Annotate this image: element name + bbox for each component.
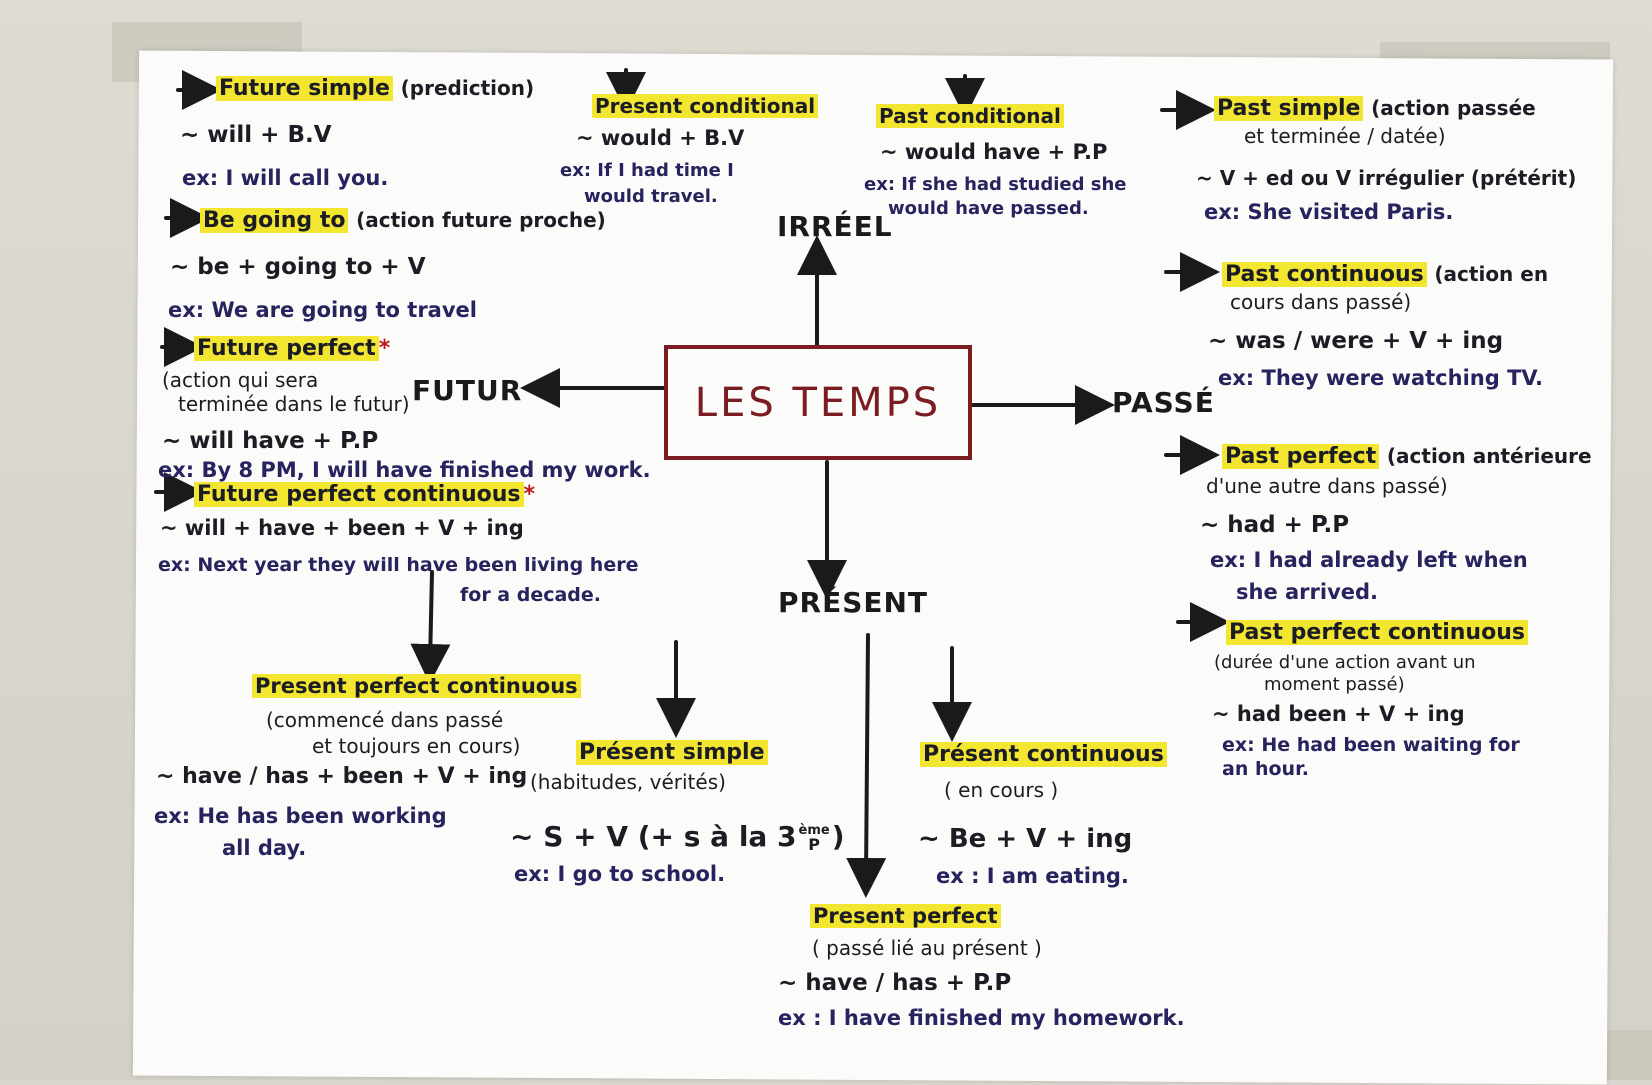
- arrow-present-perfect-continuous: [410, 570, 451, 684]
- future-simple-example: ex: I will call you.: [182, 166, 389, 190]
- present-conditional-example-2: would travel.: [584, 186, 718, 207]
- past-conditional-title: Past conditional: [876, 104, 1064, 128]
- future-perfect-continuous-example-2: for a decade.: [460, 584, 602, 606]
- past-conditional-formula: ~ would have + P.P: [880, 140, 1108, 164]
- future-simple-formula: ~ will + B.V: [180, 122, 332, 148]
- future-perfect-continuous-star: *: [523, 482, 536, 507]
- present-conditional-formula: ~ would + B.V: [576, 126, 745, 150]
- present-perfect-continuous-example-2: all day.: [222, 836, 307, 860]
- future-perfect-note-2: terminée dans le futur): [178, 392, 410, 416]
- future-perfect-formula: ~ will have + P.P: [162, 428, 379, 454]
- going-to-example: ex: We are going to travel: [168, 298, 477, 322]
- future-perfect-example: ex: By 8 PM, I will have finished my wor…: [158, 458, 651, 482]
- present-continuous-title: Présent continuous: [920, 742, 1167, 767]
- future-perfect-continuous-formula: ~ will + have + been + V + ing: [160, 516, 524, 540]
- future-simple-title: Future simple: [216, 76, 393, 101]
- present-continuous-note: ( en cours ): [944, 778, 1059, 802]
- present-perfect-continuous-note-2: et toujours en cours): [312, 734, 521, 758]
- present-perfect-continuous-example-1: ex: He has been working: [154, 804, 447, 828]
- past-perfect-continuous-formula: ~ had been + V + ing: [1212, 702, 1465, 726]
- past-continuous-note-1: (action en: [1434, 262, 1549, 286]
- present-continuous-example: ex : I am eating.: [936, 864, 1129, 888]
- present-perfect-continuous-note-1: (commencé dans passé: [266, 708, 504, 732]
- going-to-note: (action future proche): [356, 208, 606, 232]
- past-perfect-continuous-note-1: (durée d'une action avant un: [1214, 652, 1476, 673]
- going-to-title: Be going to: [200, 208, 349, 233]
- past-simple-title: Past simple: [1214, 96, 1364, 121]
- arrow-present-perfect: [846, 633, 887, 898]
- past-perfect-continuous-title: Past perfect continuous: [1226, 620, 1528, 645]
- past-perfect-continuous-note-2: moment passé): [1264, 674, 1405, 695]
- present-perfect-example: ex : I have finished my homework.: [778, 1006, 1185, 1030]
- center-title: LES TEMPS: [664, 345, 972, 460]
- past-perfect-continuous-example-1: ex: He had been waiting for: [1222, 734, 1520, 756]
- present-perfect-continuous-formula: ~ have / has + been + V + ing: [156, 764, 528, 789]
- past-simple-note-1: (action passée: [1371, 96, 1536, 120]
- past-simple-formula: ~ V + ed ou V irrégulier (prétérit): [1196, 166, 1577, 190]
- past-continuous-title: Past continuous: [1222, 262, 1427, 287]
- present-simple-note: (habitudes, vérités): [530, 770, 726, 794]
- past-perfect-continuous-example-2: an hour.: [1222, 758, 1309, 780]
- past-conditional-example-1: ex: If she had studied she: [864, 174, 1127, 195]
- future-perfect-continuous-title: Future perfect continuous: [194, 482, 524, 507]
- branch-present: PRÉSENT: [778, 586, 929, 619]
- branch-passe: PASSÉ: [1112, 386, 1215, 419]
- present-perfect-formula: ~ have / has + P.P: [778, 970, 1012, 996]
- present-perfect-title: Present perfect: [810, 904, 1001, 928]
- past-continuous-formula: ~ was / were + V + ing: [1208, 328, 1504, 354]
- present-simple-example: ex: I go to school.: [514, 862, 726, 886]
- present-simple-formula-main: ~ S + V (+ s à la 3: [510, 820, 797, 853]
- future-simple-note: (prediction): [400, 76, 535, 100]
- past-perfect-note-2: d'une autre dans passé): [1206, 474, 1448, 498]
- present-perfect-continuous-title: Present perfect continuous: [252, 674, 581, 698]
- present-simple-title: Présent simple: [576, 740, 768, 765]
- past-perfect-title: Past perfect: [1222, 444, 1380, 469]
- branch-irreel: IRRÉEL: [777, 210, 893, 243]
- future-perfect-title: Future perfect: [194, 336, 379, 361]
- past-continuous-example: ex: They were watching TV.: [1218, 366, 1543, 390]
- branch-futur: FUTUR: [412, 374, 523, 407]
- present-simple-formula-sub: P: [808, 834, 820, 854]
- past-perfect-example-2: she arrived.: [1236, 580, 1379, 604]
- present-simple-formula-sup: ème: [798, 822, 830, 838]
- past-simple-note-2: et terminée / datée): [1244, 124, 1446, 148]
- going-to-formula: ~ be + going to + V: [170, 254, 426, 280]
- future-perfect-star: *: [378, 336, 391, 361]
- present-conditional-title: Present conditional: [592, 94, 819, 118]
- future-perfect-continuous-example-1: ex: Next year they will have been living…: [158, 554, 639, 576]
- past-simple-example: ex: She visited Paris.: [1204, 200, 1454, 224]
- present-perfect-note: ( passé lié au présent ): [812, 936, 1042, 960]
- future-perfect-note-1: (action qui sera: [162, 368, 319, 392]
- past-continuous-note-2: cours dans passé): [1230, 290, 1412, 314]
- past-conditional-example-2: would have passed.: [888, 198, 1089, 219]
- present-simple-formula-end: ): [831, 820, 845, 853]
- past-perfect-example-1: ex: I had already left when: [1210, 548, 1528, 572]
- present-conditional-example-1: ex: If I had time I: [560, 160, 734, 181]
- present-continuous-formula: ~ Be + V + ing: [918, 824, 1133, 854]
- past-perfect-formula: ~ had + P.P: [1200, 512, 1350, 538]
- past-perfect-note-1: (action antérieure: [1386, 444, 1592, 468]
